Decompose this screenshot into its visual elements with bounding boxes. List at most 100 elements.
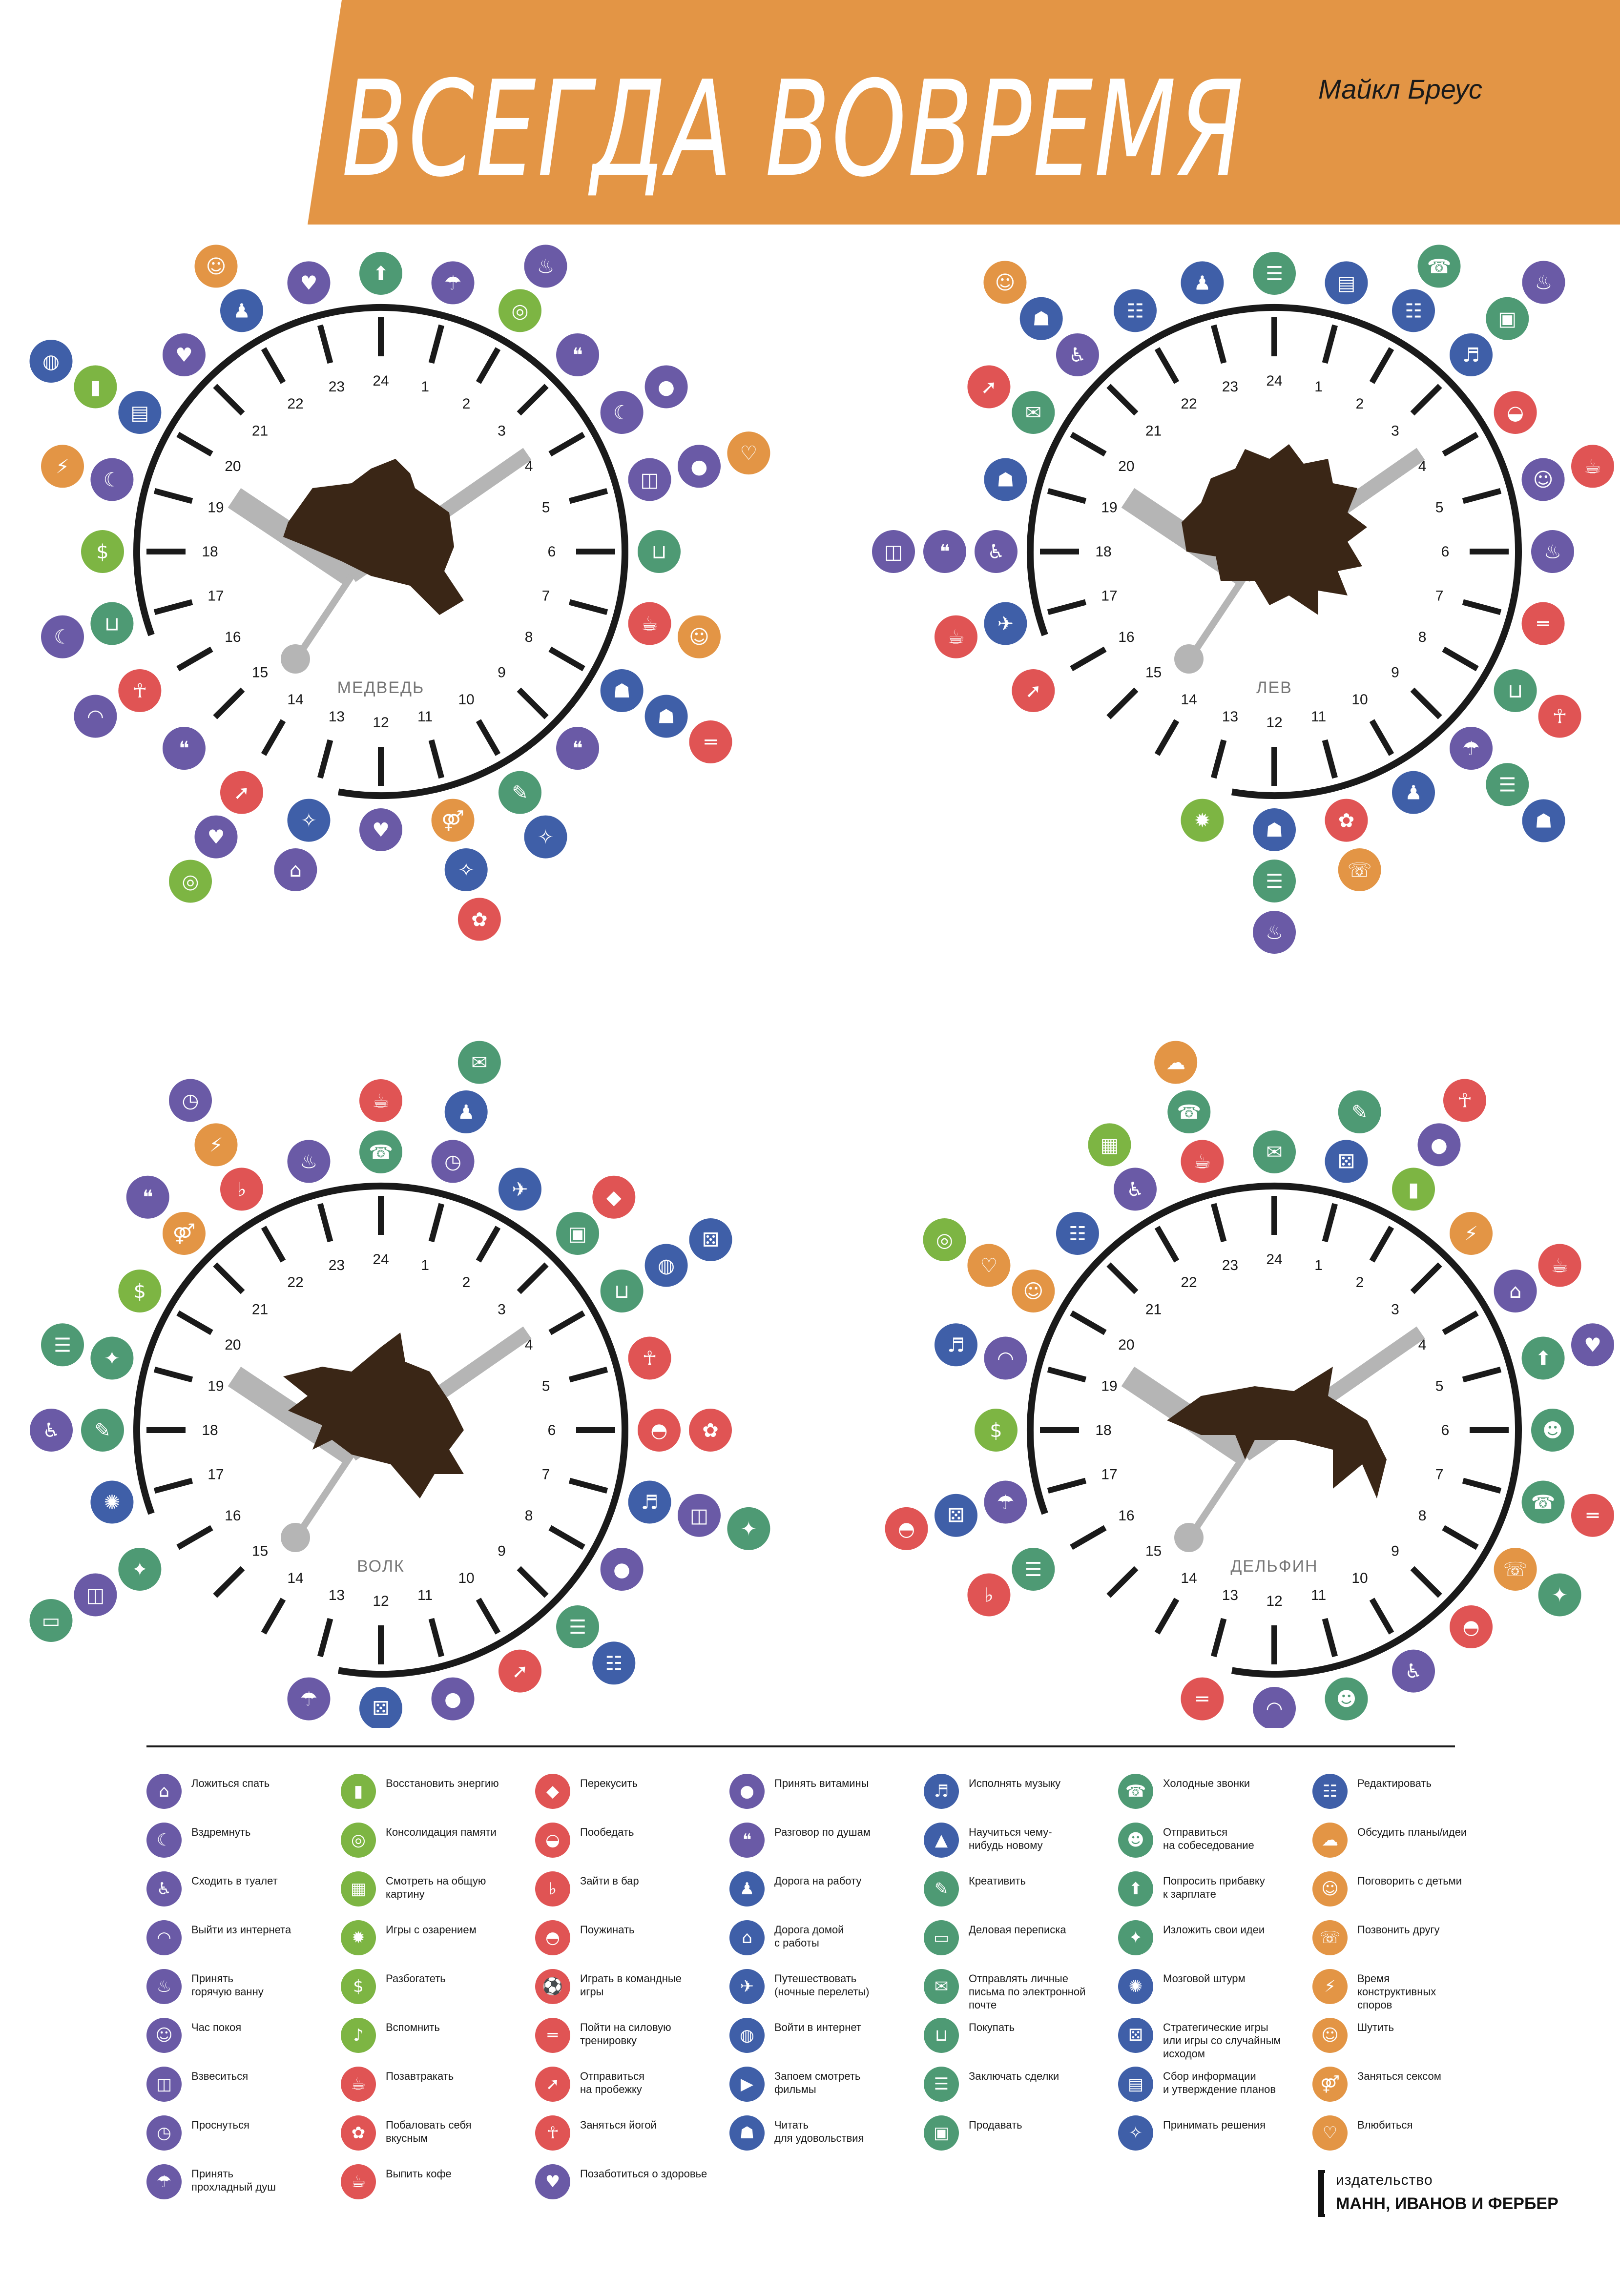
activity-bubble [220,771,263,814]
bubble-glyph: ⌂ [1509,1280,1521,1303]
activity-bubble [967,1573,1011,1617]
bubble-glyph: ⚡ [1464,1223,1478,1245]
legend-label: Деловая переписка [969,1924,1066,1936]
hour-tick [153,488,193,504]
activity-bubble [1056,1211,1099,1255]
wifi-off-icon: ◠ [146,1920,182,1955]
reading-icon: ☗ [984,458,1027,501]
activity-bubble [1521,602,1565,645]
wifi-off-icon: ◠ [984,1336,1027,1380]
strategy-icon: ⚄ [1118,2018,1153,2053]
hour-label: 11 [417,709,433,725]
activity-bubble [194,1123,238,1167]
hour-tick [1462,488,1502,504]
hand-pivot [281,1523,310,1552]
legend-item: ♟Дорога на работу [729,1869,910,1916]
hour-label: 10 [458,692,474,708]
hour-label: 24 [1266,1251,1282,1268]
wolf-silhouette [283,1332,464,1498]
bubble-glyph: ✈ [997,613,1014,636]
hour-tick [476,347,501,384]
hour-tick [428,1618,445,1658]
health-icon: ♥ [194,815,238,859]
legend-item: ♪Вспомнить [341,2016,521,2063]
activity-bubble [967,365,1011,409]
hour-tick [1106,687,1139,719]
activity-bubble [1538,695,1581,738]
legend-item: ☗Читать для удовольствия [729,2113,910,2160]
activity-bubble [984,1336,1027,1380]
hour-label: 6 [548,544,556,560]
activity-bubble [1325,1140,1368,1183]
breakfast-icon: ☕ [1571,445,1614,488]
lion-silhouette [1182,444,1367,615]
legend-label: Дорога на работу [774,1875,862,1887]
legend-label: Стратегические игры или игры со случайны… [1163,2021,1281,2060]
sell-icon: ▣ [1486,297,1529,340]
argue-icon: ⚡ [1450,1211,1493,1255]
toilet-icon: ♿ [30,1409,73,1452]
bubble-glyph: ☕ [1584,455,1601,478]
activity-bubble [677,615,721,658]
activity-bubble [29,1599,73,1642]
puzzle-icon: ▦ [1088,1123,1131,1167]
legend-label: Путешествовать (ночные перелеты) [774,1972,870,1998]
hour-label: 10 [1351,692,1368,708]
dumbbell-icon: ═ [689,720,732,763]
hour-label: 15 [252,664,268,680]
hour-label: 18 [202,544,218,560]
hand-pivot [1174,644,1204,674]
shower-icon: ☂ [1450,727,1493,770]
activity-bubble [592,1641,636,1685]
idea-icon: ✦ [118,1548,162,1591]
activity-bubble [984,458,1027,501]
coffee-icon: ☕ [1538,1244,1581,1287]
legend-label: Ложиться спать [191,1777,270,1789]
activity-bubble [1450,1211,1493,1255]
hour-label: 17 [1101,588,1117,604]
bubble-glyph: ♬ [1462,344,1480,367]
coffee-icon: ☕ [1181,1140,1224,1183]
hour-label: 11 [1311,1587,1326,1603]
bubble-glyph: ◠ [1266,1698,1283,1720]
plane-icon: ✈ [729,1969,765,2004]
activity-bubble [287,799,331,842]
bubble-glyph: ▤ [1337,272,1356,294]
hour-label: 23 [1222,1257,1238,1273]
hour-tick [1410,1262,1442,1294]
hour-label: 8 [525,1508,533,1524]
activity-bubble [1450,727,1493,770]
activity-bubble [431,261,475,305]
hour-tick [476,719,501,756]
contract-icon: ☰ [924,2067,959,2102]
idea-icon: ✦ [1118,1920,1153,1955]
activity-bubble [1325,261,1368,305]
talk-icon: ❝ [126,1175,169,1219]
bubble-glyph: ✦ [1552,1584,1568,1607]
bubble-glyph: ♿ [1126,1178,1144,1201]
hour-label: 3 [1391,423,1399,439]
banner-shape [308,0,1620,225]
activity-bubble [923,530,966,573]
activity-bubble [1571,1323,1614,1367]
legend-item: ✎Креативить [924,1869,1104,1916]
legend-item: ▲Научиться чему- нибудь новому [924,1821,1104,1867]
activity-bubble [74,695,117,738]
legend-divider [146,1745,1455,1747]
legend-label: Консолидация памяти [386,1826,497,1838]
raise-icon: ⬆ [1521,1336,1565,1380]
legend-label: Изложить свои идеи [1163,1924,1265,1936]
activity-bubble [1012,1548,1055,1591]
hour-label: 10 [1351,1570,1368,1586]
publisher-line1: издательство [1336,2172,1433,2188]
legend-label: Холодные звонки [1163,1777,1250,1789]
bubble-glyph: ✿ [1338,810,1355,832]
decision-icon: ✧ [287,799,331,842]
activity-bubble [41,615,84,658]
activity-bubble [1531,1409,1574,1452]
raise-icon: ⬆ [359,252,402,295]
vitamins-icon: ● [644,365,688,409]
video-icon: ▶ [729,2067,765,2102]
hour-label: 23 [329,1257,345,1273]
